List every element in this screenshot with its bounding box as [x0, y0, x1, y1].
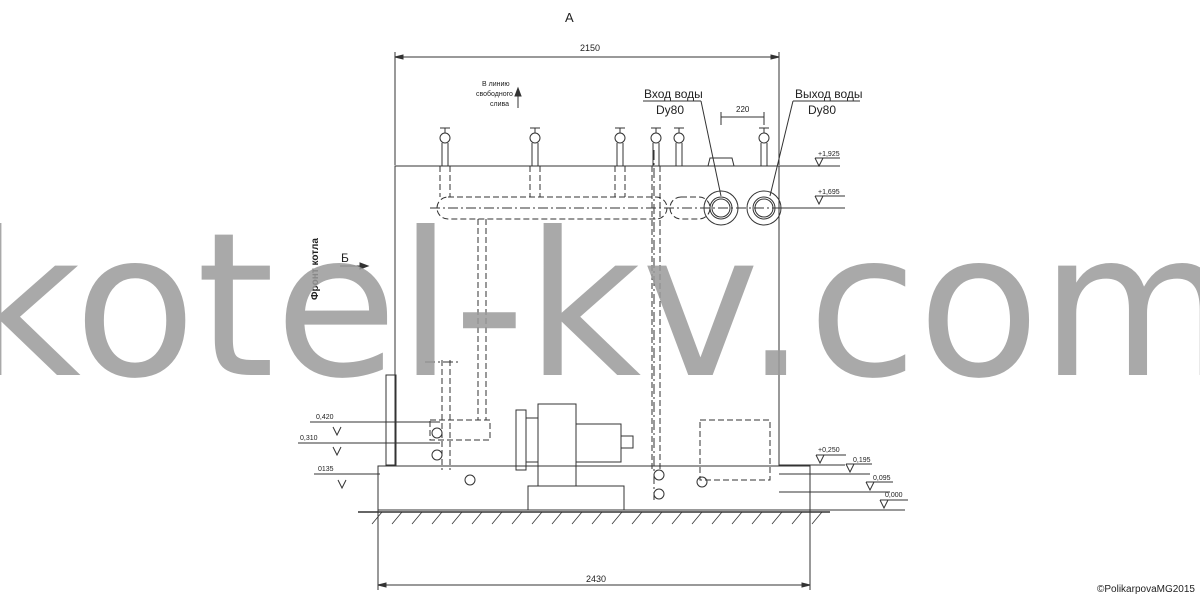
leader [700, 100, 722, 197]
front-door [385, 374, 397, 466]
arrow [770, 54, 780, 60]
elev-0250: +0,250 [818, 447, 840, 454]
dim-2150: 2150 [580, 43, 600, 53]
inlet-dn: Dy80 [656, 103, 684, 117]
elev-1695: +1,695 [818, 189, 840, 196]
watermark: kotel-kv.com [0, 190, 1200, 423]
outlet-label: Выход воды [795, 87, 863, 101]
drain-note-2: свободного [476, 90, 513, 98]
dim-220: 220 [736, 105, 750, 114]
drain-note-1: В линию [482, 81, 510, 88]
elev-0310: 0,310 [300, 435, 318, 442]
center-lines [425, 150, 790, 500]
bottom-valves [431, 427, 708, 500]
base-frame [377, 465, 811, 511]
view-b-label: Б [341, 251, 349, 265]
inlet-label: Вход воды [644, 87, 703, 101]
lid-handle [707, 157, 735, 167]
top-valves [439, 127, 770, 166]
elevation-marks-right [779, 157, 908, 511]
drain-note-3: слива [490, 101, 509, 108]
burner-fan-unit [515, 403, 634, 511]
elev-0095: 0,095 [873, 475, 891, 482]
copyright: ©PolikarpovaMG2015 [1097, 584, 1195, 595]
ground-hatch [371, 511, 823, 525]
elev-0195: 0,195 [853, 457, 871, 464]
outlet-dn: Dy80 [808, 103, 836, 117]
dim-2430: 2430 [586, 574, 606, 584]
elev-0135: 0135 [318, 466, 334, 473]
view-a-label: А [565, 10, 574, 25]
elevation-marks-left [298, 421, 440, 490]
elev-0000: 0,000 [885, 492, 903, 499]
elev-1925: +1,925 [818, 151, 840, 158]
front-label: Фронт котла [310, 238, 321, 300]
elev-0420: 0,420 [316, 414, 334, 421]
inlet-flange [703, 190, 739, 226]
arrow [394, 54, 404, 60]
leader [769, 100, 794, 197]
